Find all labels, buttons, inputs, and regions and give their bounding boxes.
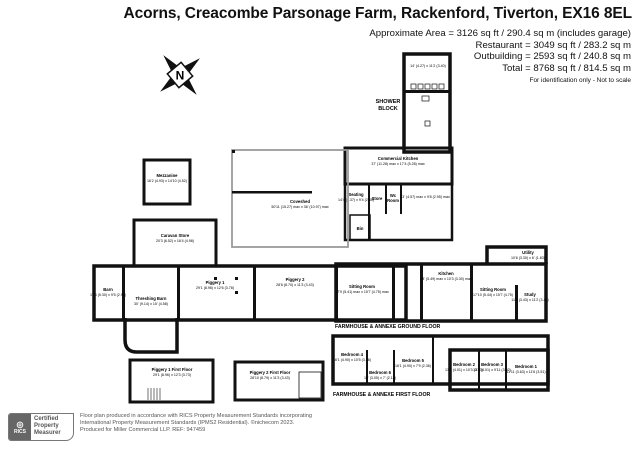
rooms-piggery-2-dims: 28'6 (8.70) x 11'3 (3.43) — [276, 283, 314, 287]
rooms-piggery-1-dims: 29'1 (8.96) x 12'6 (3.78) — [196, 286, 234, 290]
rooms-kitchen-dims: 18' (5.49) max x 10'3 (3.30) max — [420, 277, 472, 281]
rooms-wc-name: Wc — [390, 193, 397, 198]
rooms-threshing-barn-dims: 30' (9.14) x 15' (4.58) — [134, 302, 168, 306]
rooms-restaurant-room-dims: 13' (4.57) max x 9'8 (2.95) max — [400, 195, 450, 199]
rooms-bedroom-3-name: Bedroom 3 — [481, 362, 504, 367]
footer-text-0: Floor plan produced in accordance with R… — [80, 413, 312, 419]
farmhouse-ground-floor: Sitting Room 17'9 (5.41) max x 15'7 (4.7… — [334, 245, 549, 330]
rooms-store-name: Store — [372, 196, 383, 201]
footer-logo-text-2: Property — [34, 422, 59, 429]
footer-text-1: International Property Measurement Stand… — [80, 420, 295, 426]
rooms-study-name: Study — [524, 292, 536, 297]
area-approx: Approximate Area = 3126 sq ft / 290.4 sq… — [369, 28, 631, 39]
area-summary: Approximate Area = 3126 sq ft / 290.4 sq… — [369, 28, 631, 87]
footer-text-2: Produced for Miller Commercial LLP. REF:… — [80, 427, 206, 433]
rooms-study-dims: 11'3 (3.43) x 11'2 (3.40) — [511, 298, 548, 302]
property-title: Acorns, Creacombe Parsonage Farm, Racken… — [123, 5, 633, 22]
restaurant-block: Commercial Kitchen 37' (11.28) max x 17'… — [338, 146, 454, 242]
rooms-coveshed-dims: 50'11 (15.27) max x 36' (10.97) max — [271, 205, 328, 209]
rooms-bedroom-2-name: Bedroom 2 — [453, 362, 476, 367]
area-outbuilding: Outbuilding = 2593 sq ft / 240.8 sq m — [473, 51, 631, 63]
rooms-bedroom-2-dims: 13'2 (4.01) x 10'3 (3.13) — [445, 368, 483, 372]
piggery-1-first-floor: Piggery 1 First Floor 29'1 (8.96) x 12'3… — [128, 358, 215, 404]
rooms-barn-dims: 17'6 (5.30) x 9'5 (2.90) — [90, 293, 126, 297]
identification-note: For identification only - Not to scale — [529, 77, 631, 85]
piggery-2-first-floor: Piggery 2 First Floor 28'10 (8.79) x 11'… — [233, 360, 325, 402]
footer-disclaimer: Floor plan produced in accordance with R… — [80, 413, 340, 434]
rooms-caravan-store-name: Caravan Store — [161, 233, 190, 238]
rooms-wc-name2: Room — [387, 198, 399, 203]
rooms-sitting-room-1-dims: 17'9 (5.41) max x 15'7 (4.75) max — [335, 290, 389, 294]
rooms-piggery-1-name: Piggery 1 — [206, 280, 226, 285]
shower-block: 14' (4.27) x 11'2 (3.40) SHOWER BLOCK — [376, 52, 452, 154]
area-restaurant: Restaurant = 3049 sq ft / 283.2 sq m — [475, 39, 631, 51]
rooms-shower-top-dims: 14' (4.27) x 11'2 (3.40) — [410, 64, 446, 68]
rooms-mezzanine-dims: 16'2 (4.93) x 14'10 (4.52) — [147, 179, 187, 183]
rooms-mezzanine-name: Mezzanine — [157, 173, 179, 178]
rooms-sitting-room-1-name: Sitting Room — [349, 284, 375, 289]
rooms-commercial-kitchen-dims: 37' (11.28) max x 17'4 (5.28) max — [371, 162, 424, 166]
rooms-barn-name: Barn — [103, 287, 113, 292]
compass-letter: N — [176, 69, 185, 83]
rooms-bedroom-5-dims: 16'1 (4.90) x 7'9 (2.36) — [395, 364, 431, 368]
rooms-seating-dims: 14'4 (4.37) x 9'4 (2.85) — [338, 198, 374, 202]
footer-logo-text-3: Measurer — [34, 429, 61, 436]
rooms-bin-name: Bin — [357, 226, 364, 231]
area-total: Total = 8768 sq ft / 814.5 sq m — [502, 62, 631, 74]
rooms-sitting-room-2-name: Sitting Room — [480, 287, 506, 292]
footer-logo-text-0: RICS — [14, 428, 26, 435]
caravan-store: Caravan Store 20'3 (6.52) x 16'4 (4.98) — [132, 218, 218, 265]
rooms-coveshed-name: Coveshed — [290, 199, 310, 204]
rooms-bedroom-4-name: Bedroom 4 — [341, 352, 364, 357]
coveshed: Coveshed 50'11 (15.27) max x 36' (10.97)… — [231, 149, 349, 248]
rooms-shower-block-name: SHOWER — [376, 99, 401, 105]
rooms-shower-block-name2: BLOCK — [378, 106, 398, 112]
rooms-bedroom-6-name: Bedroom 6 — [369, 370, 392, 375]
rooms-sitting-room-2-dims: 17'10 (5.44) x 15'7 (4.75) — [473, 293, 513, 297]
mezzanine: Mezzanine 16'2 (4.93) x 14'10 (4.52) — [142, 158, 192, 206]
rooms-caravan-store-dims: 20'3 (6.52) x 16'4 (4.98) — [156, 239, 194, 243]
farmhouse-first-floor: Bedroom 4 16'1 (4.90) x 10'5 (3.18) Bedr… — [331, 334, 550, 398]
ground-floor-label: FARMHOUSE & ANNEXE GROUND FLOOR — [335, 324, 441, 330]
rooms-bedroom-6-dims: 10' (3.05) x 7' (2.13) — [364, 376, 396, 380]
rooms-seating-name: Seating — [348, 192, 364, 197]
rooms-commercial-kitchen-name: Commercial Kitchen — [378, 156, 419, 161]
rooms-utility-name: Utility — [522, 250, 534, 255]
rooms-piggery-2-ff-dims: 28'10 (8.79) x 11'3 (3.43) — [250, 376, 290, 380]
compass-icon: N — [160, 55, 200, 95]
rooms-kitchen-name: Kitchen — [438, 271, 454, 276]
footer-logo-text-1: Certified — [34, 416, 59, 422]
rooms-bedroom-1-name: Bedroom 1 — [515, 364, 538, 369]
rooms-bedroom-1-dims: 11'11 (3.63) x 11'6 (3.51) — [506, 370, 545, 374]
barns-row: Barn 17'6 (5.30) x 9'5 (2.90) Threshing … — [90, 264, 408, 354]
rooms-bedroom-4-dims: 16'1 (4.90) x 10'5 (3.18) — [333, 358, 371, 362]
rooms-threshing-barn-name: Threshing Barn — [136, 296, 167, 301]
rooms-bedroom-5-name: Bedroom 5 — [402, 358, 425, 363]
rooms-piggery-1-ff-name: Piggery 1 First Floor — [152, 367, 193, 372]
rooms-utility-dims: 10'6 (3.30) x 6' (1.83) — [511, 256, 545, 260]
rooms-piggery-2-name: Piggery 2 — [286, 277, 306, 282]
first-floor-label: FARMHOUSE & ANNEXE FIRST FLOOR — [333, 392, 430, 398]
rooms-bedroom-3-dims: 13'2 (4.01) x 9'11 (3.02) — [473, 368, 511, 372]
rooms-piggery-1-ff-dims: 29'1 (8.96) x 12'3 (3.73) — [153, 373, 191, 377]
rooms-piggery-2-ff-name: Piggery 2 First Floor — [250, 370, 291, 375]
